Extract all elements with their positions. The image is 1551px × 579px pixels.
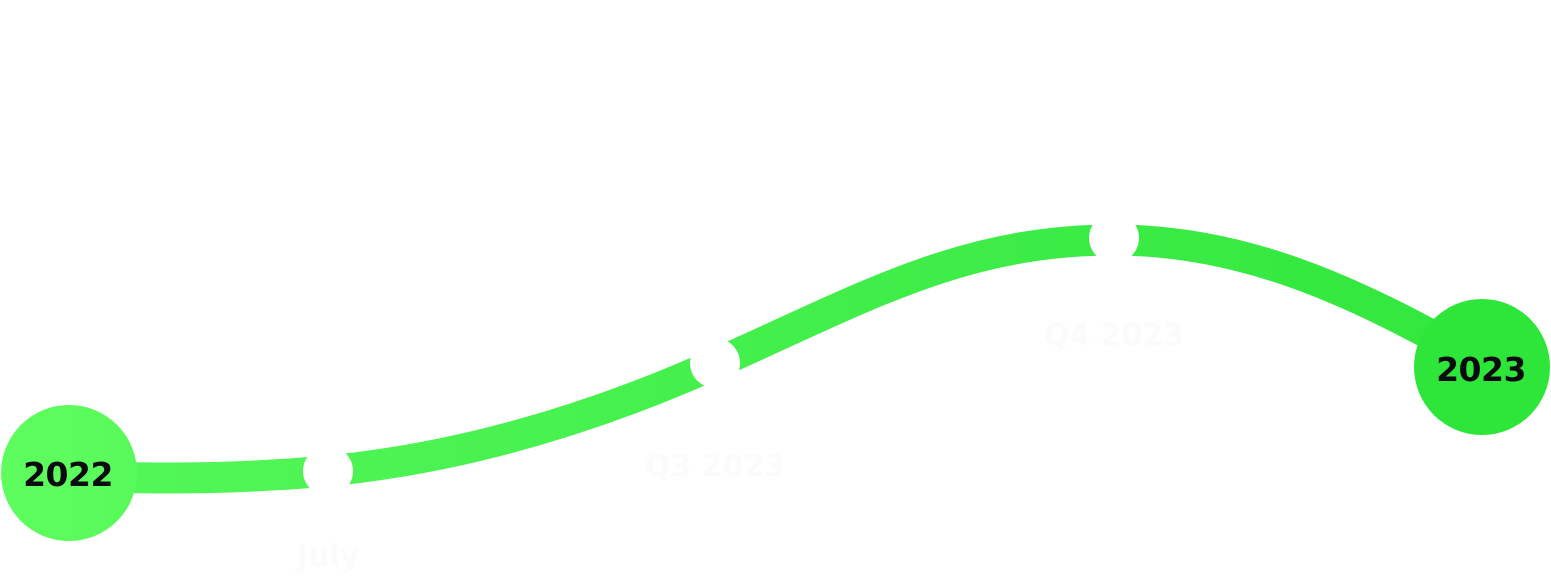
milestone-q3-2023[interactable]: Q3 2023	[645, 338, 785, 484]
milestone-july[interactable]: July	[295, 446, 360, 574]
milestone-label: Q4 2023	[1044, 318, 1184, 353]
milestone-dot[interactable]	[303, 446, 353, 496]
milestone-q4-2023[interactable]: Q4 2023	[1044, 213, 1184, 353]
milestone-dot[interactable]	[1089, 213, 1139, 263]
start-year-label: 2022	[23, 455, 113, 494]
milestone-dot[interactable]	[690, 338, 740, 388]
start-year-node: 2022	[1, 405, 137, 541]
start-year-circle	[1, 405, 137, 541]
milestone-label: Q3 2023	[645, 449, 785, 484]
end-year-node: 2023	[1414, 299, 1550, 435]
timeline-path	[68, 224, 1490, 494]
end-year-circle	[1414, 299, 1550, 435]
milestone-label: July	[295, 539, 360, 574]
end-year-label: 2023	[1436, 350, 1526, 389]
